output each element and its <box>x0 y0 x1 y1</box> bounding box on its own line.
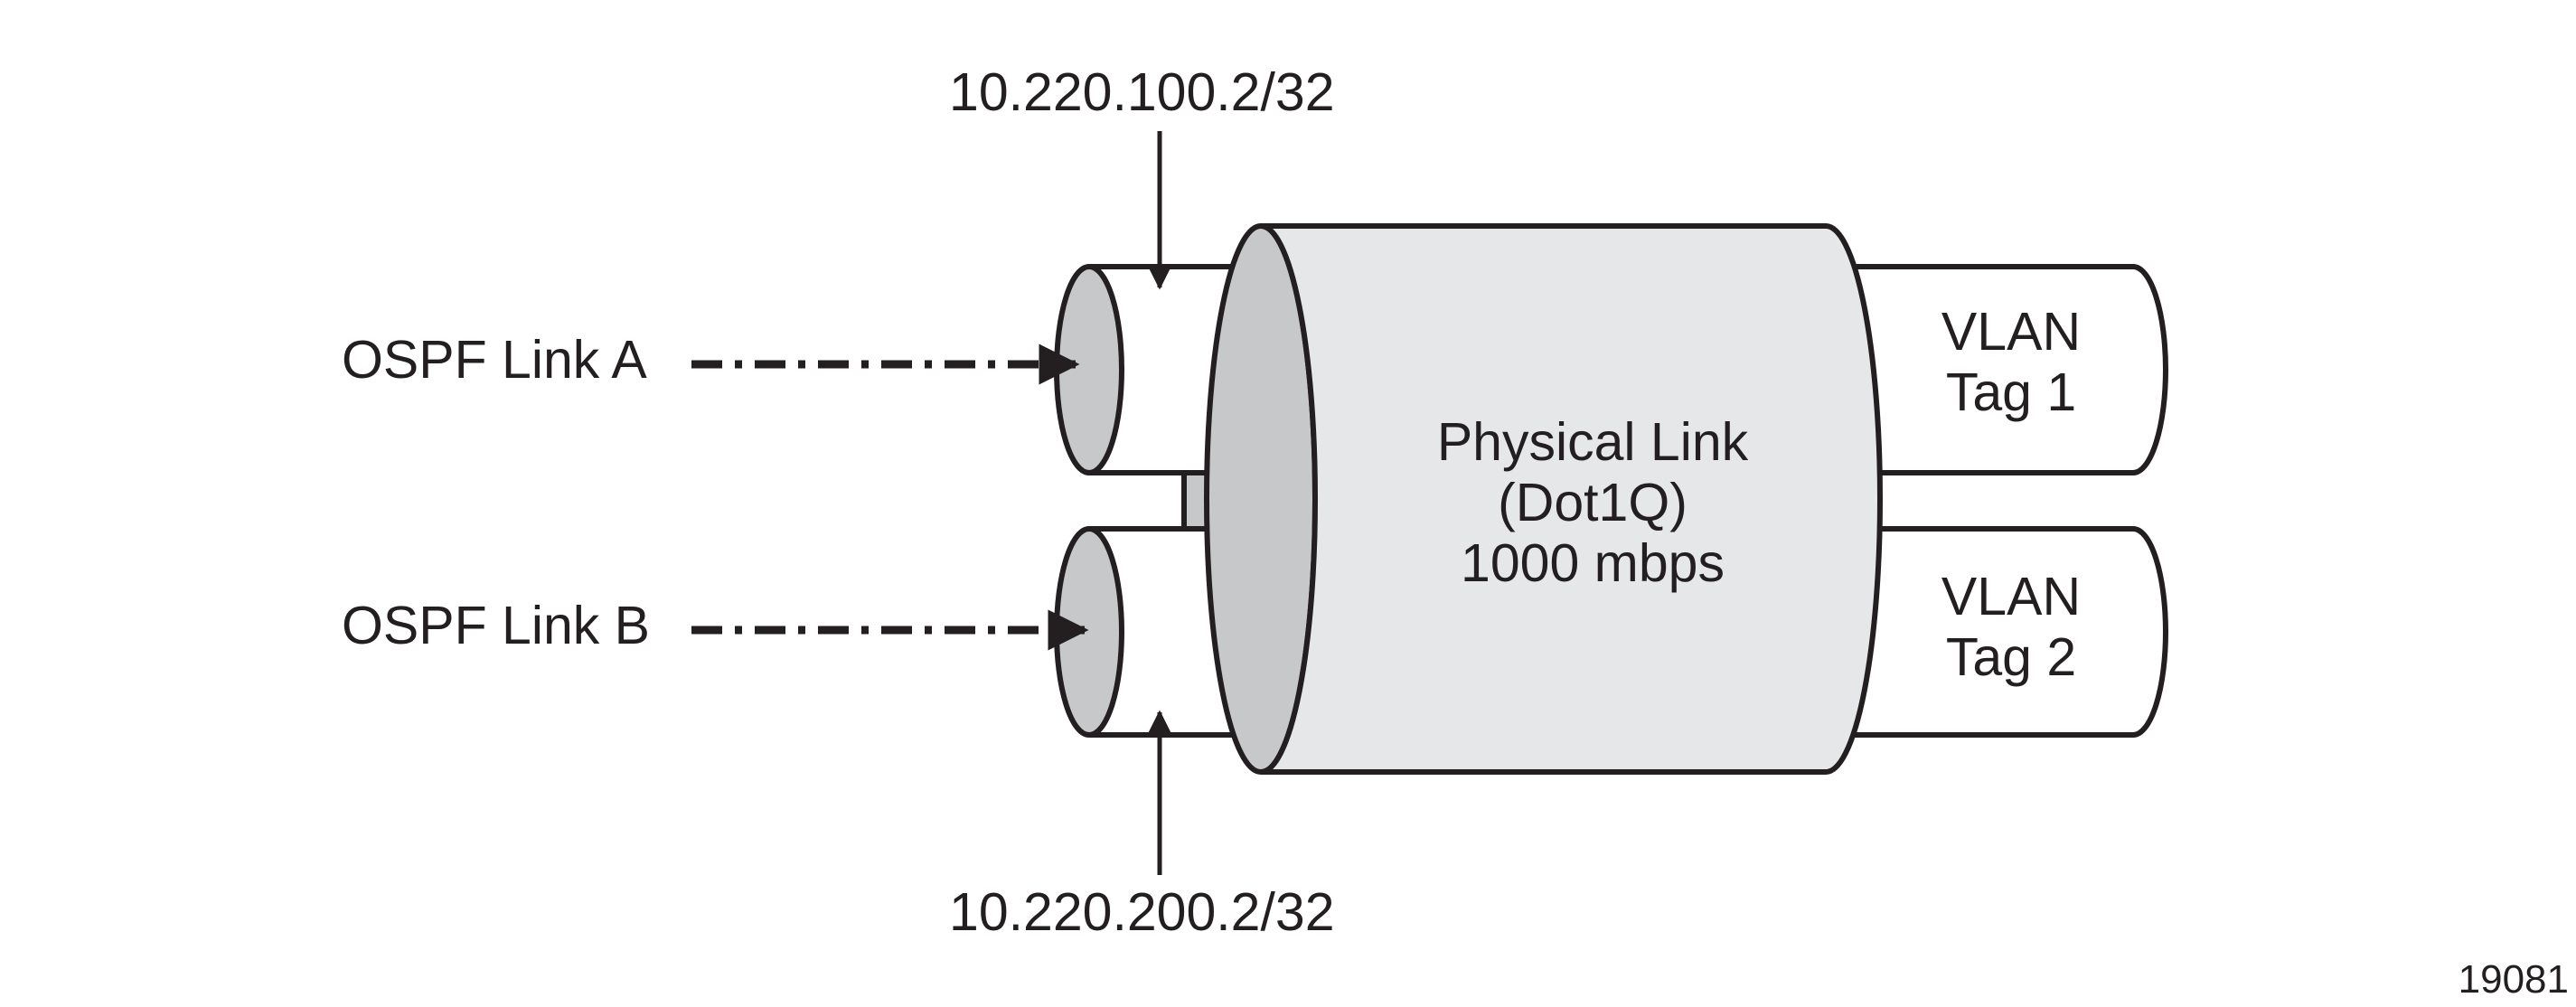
ospf-link-a-tube-end <box>1054 264 1124 475</box>
physical-link-speed-label: 1000 mbps <box>1461 533 1725 593</box>
vlan-tag-1-label-line1: VLAN <box>1941 302 2081 362</box>
vlan-tag-2-label-line2: Tag 2 <box>1946 627 2076 687</box>
ip-address-bottom-label: 10.220.200.2/32 <box>949 882 1335 942</box>
physical-link-label-line2: (Dot1Q) <box>1498 473 1688 532</box>
ospf-link-a-label: OSPF Link A <box>342 330 647 390</box>
physical-link-cylinder <box>1204 223 1883 775</box>
vlan-tag-1-tube <box>1841 264 2168 475</box>
vlan-tag-1-label-line2: Tag 1 <box>1946 362 2076 422</box>
figure-id-label: 19081 <box>2458 957 2569 1002</box>
physical-link-label-line1: Physical Link <box>1437 412 1749 472</box>
ip-address-top-label: 10.220.100.2/32 <box>949 62 1335 122</box>
ospf-link-b-label: OSPF Link B <box>342 596 650 655</box>
ospf-link-b-tube-end <box>1054 526 1124 738</box>
vlan-tag-2-tube <box>1841 526 2168 738</box>
vlan-tag-2-label-line1: VLAN <box>1941 567 2081 626</box>
